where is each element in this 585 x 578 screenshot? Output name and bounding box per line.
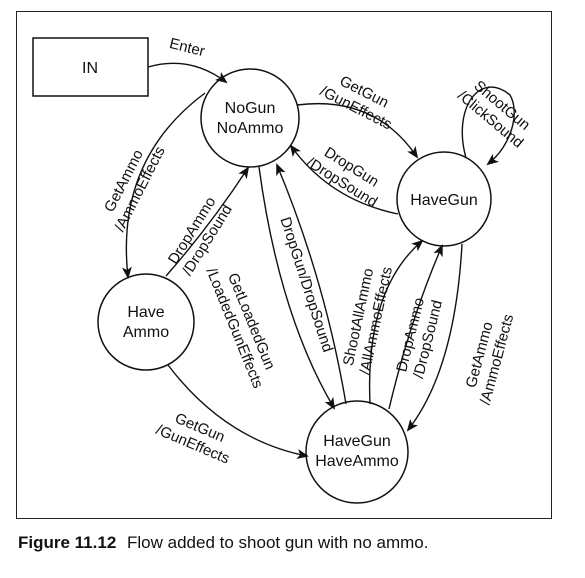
- svg-text:HaveGun: HaveGun: [323, 433, 391, 450]
- state-have-gun: HaveGun: [396, 151, 492, 247]
- label-enter: Enter: [168, 35, 207, 60]
- edge-dropgun-top: [289, 144, 399, 215]
- edge-dropammo-right: [388, 244, 443, 410]
- label-shootallammo: ShootAllAmmo /AllAmmoEffects: [340, 265, 396, 376]
- state-in: IN: [32, 37, 149, 97]
- svg-text:Enter: Enter: [168, 35, 207, 60]
- figure-caption-text: Flow added to shoot gun with no ammo.: [127, 533, 429, 552]
- state-nogun-noammo: NoGun NoAmmo: [200, 68, 300, 168]
- svg-text:DropGun/DropSound: DropGun/DropSound: [276, 215, 336, 354]
- label-getgun-bottom: GetGun /GunEffects: [153, 410, 232, 468]
- edge-enter: [147, 62, 228, 84]
- label-dropammo-right: DropAmmo /DropSound: [393, 296, 446, 380]
- label-shootgun-click: ShootGun /ClickSound: [454, 77, 533, 151]
- figure-caption: Figure 11.12 Flow added to shoot gun wit…: [18, 533, 578, 553]
- state-have-ammo: Have Ammo: [97, 273, 195, 371]
- edge-shootallammo: [368, 239, 424, 405]
- label-dropgun-center: DropGun/DropSound: [276, 215, 336, 354]
- state-havegun-haveammo: HaveGun HaveAmmo: [305, 400, 409, 504]
- edge-getammo-right: [406, 243, 463, 432]
- svg-text:NoGun: NoGun: [225, 100, 276, 117]
- label-dropgun-top: DropGun /DropSound: [303, 144, 381, 211]
- figure-number: Figure 11.12: [18, 533, 117, 552]
- label-getloadedgun: GetLoadedGun /LoadedGunEffects: [203, 265, 279, 390]
- label-getgun-top: GetGun /GunEffects: [317, 72, 394, 133]
- figure-frame: [16, 11, 552, 519]
- svg-text:HaveAmmo: HaveAmmo: [315, 453, 399, 470]
- edge-getgun-bottom: [167, 364, 309, 459]
- edge-dropgun-center: [276, 163, 347, 405]
- svg-text:Have: Have: [127, 304, 164, 321]
- label-getammo-right: GetAmmo /AmmoEffects: [463, 312, 518, 406]
- label-getammo-left: GetAmmo /AmmoEffects: [101, 144, 169, 235]
- edge-getloadedgun: [258, 166, 336, 410]
- edge-dropammo-left: [165, 166, 250, 277]
- svg-text:NoAmmo: NoAmmo: [217, 120, 284, 137]
- edge-getammo-left: [121, 92, 206, 279]
- svg-text:IN: IN: [82, 60, 98, 77]
- edge-getgun-top: [296, 102, 419, 159]
- svg-text:Ammo: Ammo: [123, 324, 169, 341]
- edge-shootgun-loop: [461, 86, 515, 166]
- svg-text:HaveGun: HaveGun: [410, 192, 478, 209]
